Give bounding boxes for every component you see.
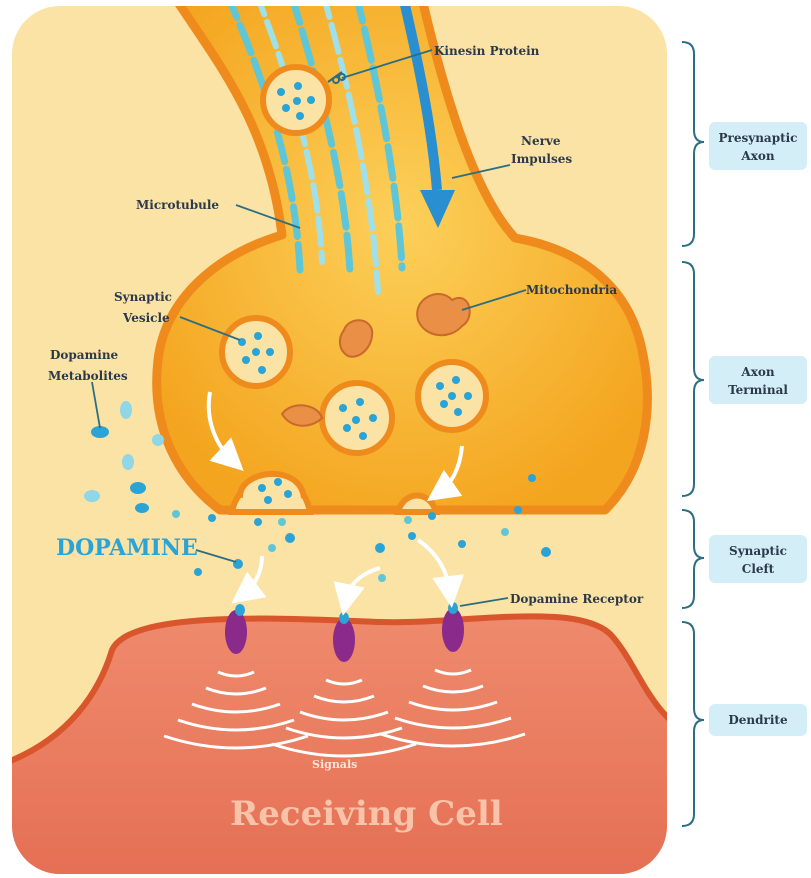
label-synaptic-vesicle-2: Vesicle: [122, 311, 170, 325]
svg-text:Terminal: Terminal: [728, 383, 788, 397]
transported-vesicle: [263, 67, 329, 133]
region-label-axon-terminal: Axon Terminal: [709, 356, 807, 404]
label-nerve-impulses-1: Nerve: [521, 134, 561, 148]
label-kinesin-protein: Kinesin Protein: [434, 44, 540, 58]
synaptic-vesicle-2: [322, 383, 392, 453]
vesicle-release-site-right: [398, 496, 436, 513]
region-braces: [682, 42, 704, 826]
label-synaptic-vesicle-1: Synaptic: [114, 290, 172, 304]
svg-text:Presynaptic: Presynaptic: [718, 131, 797, 145]
svg-text:Synaptic: Synaptic: [729, 544, 787, 558]
label-mitochondria: Mitochondria: [526, 283, 617, 297]
svg-text:Axon: Axon: [740, 149, 774, 163]
label-nerve-impulses-2: Impulses: [511, 152, 572, 166]
label-dopamine-receptor: Dopamine Receptor: [510, 592, 644, 606]
svg-text:Cleft: Cleft: [742, 562, 775, 576]
region-label-dendrite: Dendrite: [709, 704, 807, 736]
svg-text:Dendrite: Dendrite: [728, 713, 788, 727]
svg-text:Axon: Axon: [740, 365, 774, 379]
label-dopamine: DOPAMINE: [56, 535, 198, 561]
label-dopamine-metabolites-1: Dopamine: [50, 348, 119, 362]
label-dopamine-metabolites-2: Metabolites: [48, 369, 128, 383]
region-label-presynaptic-axon: Presynaptic Axon: [709, 122, 807, 170]
synaptic-vesicle-3: [418, 362, 486, 430]
label-microtubule: Microtubule: [136, 198, 219, 212]
label-signals: Signals: [312, 758, 357, 771]
label-receiving-cell: Receiving Cell: [230, 794, 503, 834]
region-label-synaptic-cleft: Synaptic Cleft: [709, 535, 807, 583]
synaptic-vesicle-1: [222, 318, 290, 386]
